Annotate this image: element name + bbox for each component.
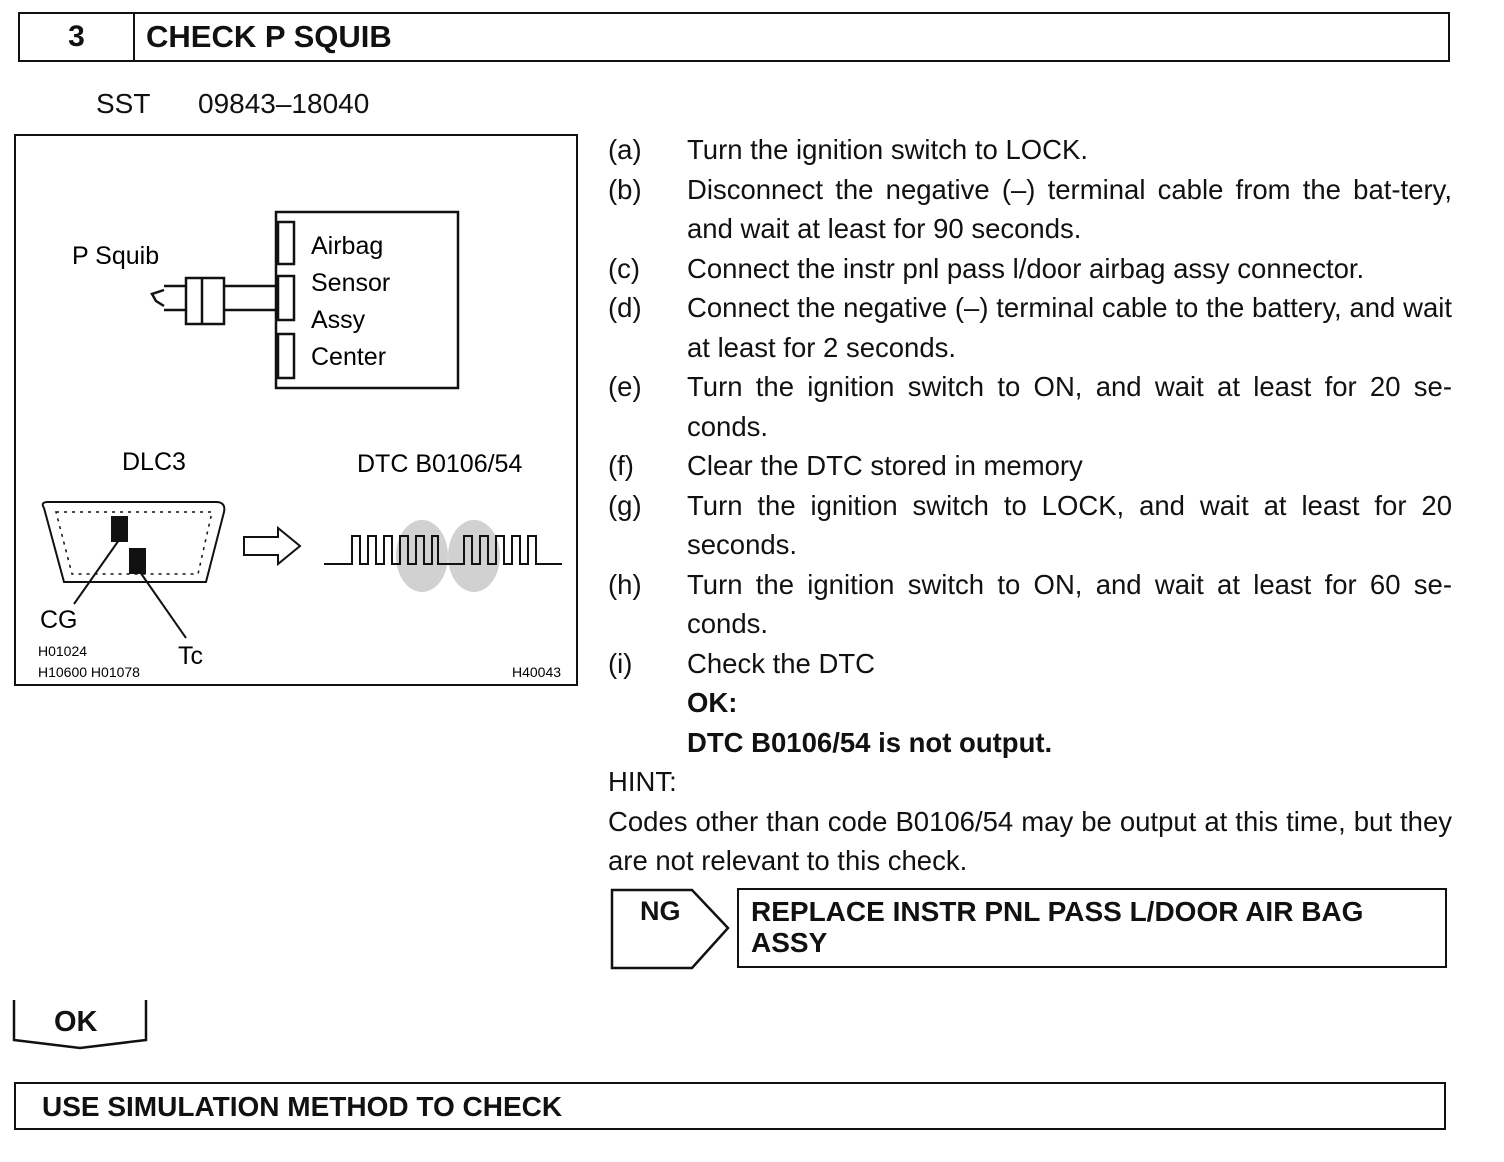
ref-code-2: H10600 H01078	[38, 664, 140, 680]
step-text: Turn the ignition switch to ON, and wait…	[687, 568, 1452, 640]
ecu-label-airbag: Airbag	[311, 232, 383, 260]
list-item: (f) Clear the DTC stored in memory	[608, 446, 1452, 486]
dtc-waveform	[324, 535, 562, 565]
sst-label: SST	[96, 88, 151, 119]
ok-result-text: DTC B0106/54 is not output.	[687, 726, 1053, 758]
p-squib-connector	[150, 276, 276, 326]
step-text: Check the DTC	[687, 647, 875, 679]
list-item: (b) Disconnect the negative (–) terminal…	[608, 170, 1452, 249]
list-item: (g) Turn the ignition switch to LOCK, an…	[608, 486, 1452, 565]
step-header: 3 CHECK P SQUIB	[18, 12, 1450, 62]
step-text: Turn the ignition switch to ON, and wait…	[687, 371, 1452, 442]
dlc3-label: DLC3	[122, 448, 186, 476]
wiring-figure: P Squib Airbag Sensor Assy Center DLC3 C…	[14, 134, 578, 686]
tc-leader-line	[139, 571, 187, 639]
sst-number: 09843–18040	[198, 88, 370, 119]
dtc-shading	[396, 520, 500, 592]
list-item: (i) Check the DTC	[608, 644, 1452, 684]
step-letter: (a)	[608, 134, 642, 165]
step-text: Turn the ignition switch to LOCK.	[687, 134, 1088, 165]
step-letter: (g)	[608, 489, 642, 521]
figure-id: H40043	[512, 664, 561, 680]
airbag-ecu-box	[274, 210, 460, 390]
step-number: 3	[20, 14, 135, 60]
cg-terminal	[111, 516, 128, 542]
cg-leader-line	[73, 539, 120, 605]
list-item: (d) Connect the negative (–) terminal ca…	[608, 288, 1452, 367]
p-squib-label: P Squib	[72, 242, 159, 270]
step-letter: (d)	[608, 292, 642, 323]
step-letter: (b)	[608, 173, 642, 205]
step-text: Turn the ignition switch to LOCK, and wa…	[687, 489, 1452, 561]
hint-title: HINT:	[608, 766, 677, 797]
tc-terminal	[129, 548, 146, 574]
step-text: Clear the DTC stored in memory	[687, 450, 1083, 481]
ng-action-box: REPLACE INSTR PNL PASS L/DOOR AIR BAG AS…	[737, 888, 1447, 968]
cg-label: CG	[40, 606, 78, 634]
step-letter: (f)	[608, 450, 634, 481]
list-item: (a) Turn the ignition switch to LOCK.	[608, 130, 1452, 170]
ecu-label-center: Center	[311, 343, 386, 371]
ref-code-1: H01024	[38, 643, 87, 659]
ng-branch-arrow	[610, 888, 730, 970]
step-text: Connect the negative (–) terminal cable …	[687, 292, 1452, 363]
step-letter: (h)	[608, 568, 642, 600]
ok-result-label: OK:	[687, 687, 738, 718]
ecu-label-sensor: Sensor	[311, 269, 390, 297]
arrow-icon	[243, 525, 302, 567]
procedure-list: (a) Turn the ignition switch to LOCK. (b…	[608, 130, 1452, 881]
list-item: (e) Turn the ignition switch to ON, and …	[608, 367, 1452, 446]
dtc-label: DTC B0106/54	[357, 450, 522, 478]
ok-branch-tab	[12, 1000, 148, 1050]
step-title: CHECK P SQUIB	[146, 19, 392, 54]
ecu-label-assy: Assy	[311, 306, 366, 334]
step-letter: (c)	[608, 252, 641, 284]
dlc3-connector	[41, 501, 226, 583]
hint-text: Codes other than code B0106/54 may be ou…	[608, 805, 1452, 877]
tc-label: Tc	[178, 642, 203, 670]
list-item: (c) Connect the instr pnl pass l/door ai…	[608, 249, 1452, 289]
step-text: Disconnect the negative (–) terminal cab…	[687, 173, 1452, 245]
step-letter: (e)	[608, 371, 642, 402]
step-text: Connect the instr pnl pass l/door airbag…	[687, 252, 1365, 284]
list-item: (h) Turn the ignition switch to ON, and …	[608, 565, 1452, 644]
next-step-box: USE SIMULATION METHOD TO CHECK	[14, 1082, 1446, 1130]
ng-label: NG	[640, 896, 681, 926]
figure-drawing: P Squib Airbag Sensor Assy Center DLC3 C…	[38, 210, 562, 680]
step-letter: (i)	[608, 647, 633, 679]
ok-branch-label: OK	[54, 1006, 98, 1038]
